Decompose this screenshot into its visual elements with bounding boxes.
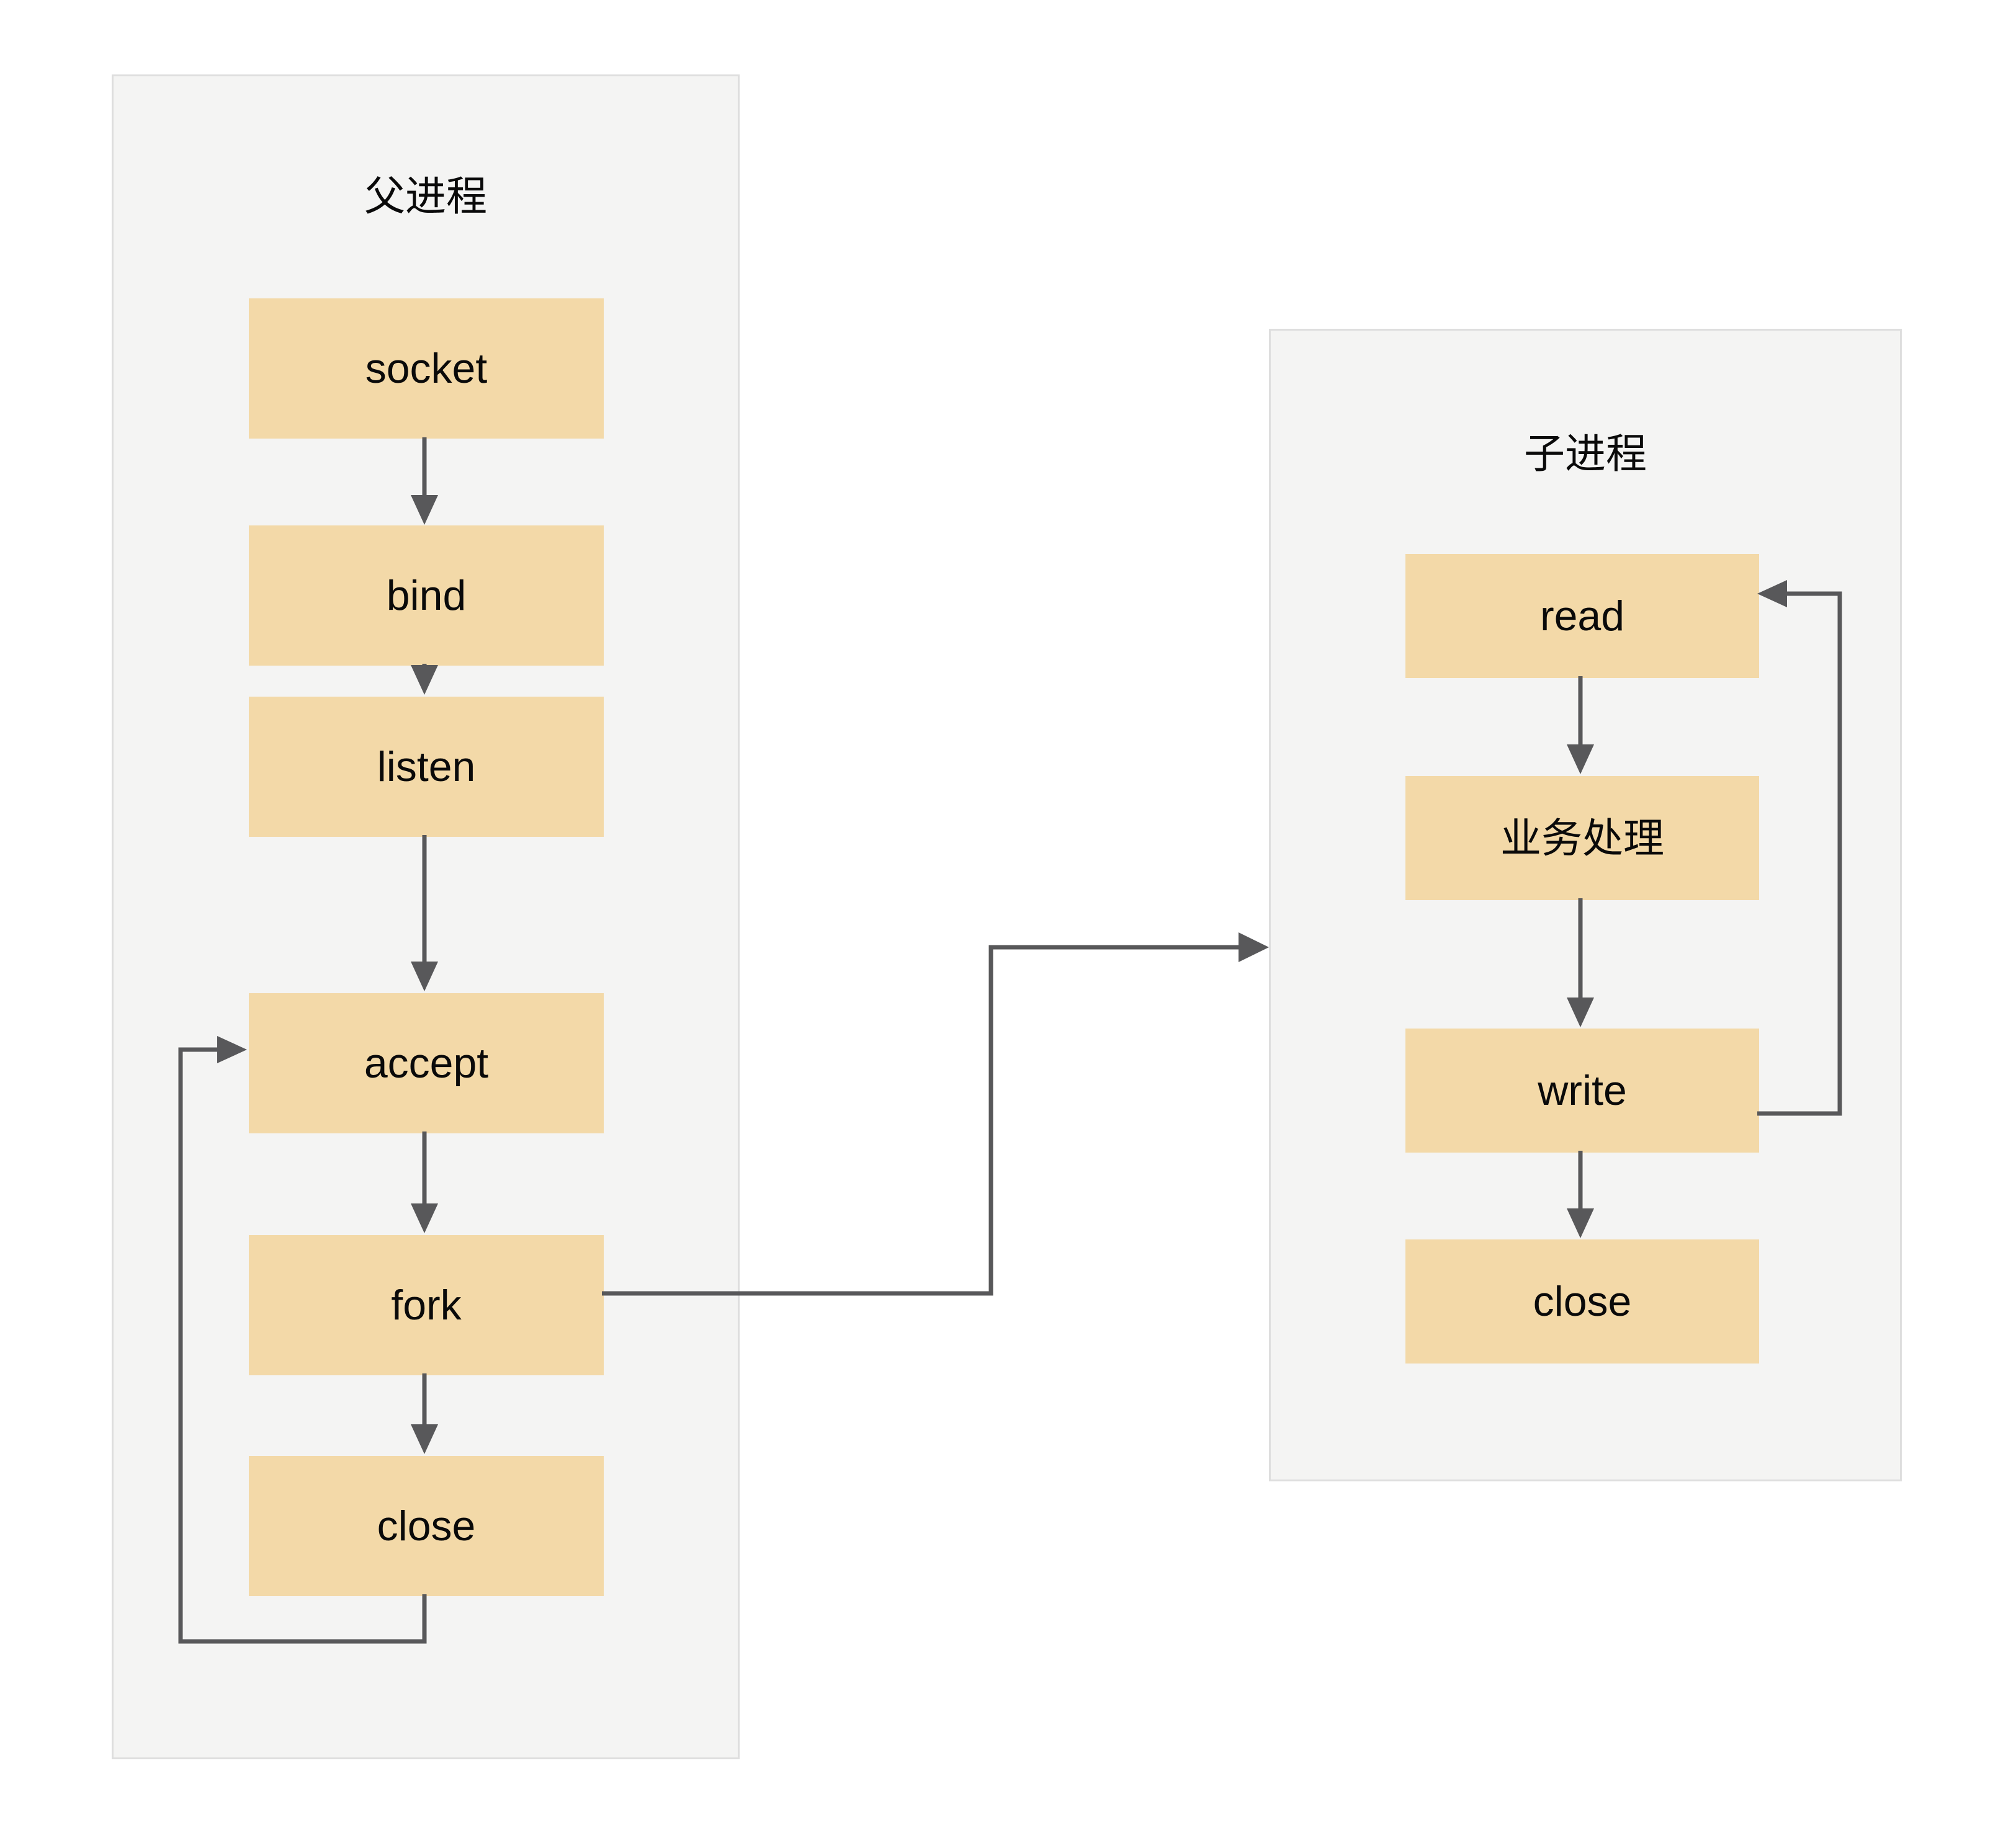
node-bind-label: bind (386, 572, 467, 619)
node-write-label: write (1538, 1067, 1627, 1114)
node-listen-label: listen (377, 743, 476, 790)
child-process-title: 子进程 (1524, 431, 1647, 476)
parent-process-title: 父进程 (364, 173, 487, 219)
node-fork-label: fork (391, 1282, 462, 1329)
node-read[interactable]: read (1405, 554, 1759, 678)
node-accept-label: accept (364, 1040, 489, 1087)
node-accept[interactable]: accept (249, 993, 604, 1133)
node-read-label: read (1539, 592, 1625, 640)
node-close[interactable]: close (249, 1456, 604, 1596)
parent-process-panel: 父进程 socket bind listen accept fork close (112, 74, 740, 1759)
node-close-label: close (377, 1502, 476, 1550)
node-bind[interactable]: bind (249, 525, 604, 666)
node-socket-label: socket (365, 345, 488, 392)
node-business-processing-label: 业务处理 (1500, 815, 1664, 861)
node-socket[interactable]: socket (249, 298, 604, 439)
node-listen[interactable]: listen (249, 697, 604, 837)
node-business-processing[interactable]: 业务处理 (1405, 776, 1759, 900)
child-process-panel: 子进程 read 业务处理 write close (1269, 329, 1902, 1481)
node-child-close-label: close (1533, 1278, 1632, 1325)
node-write[interactable]: write (1405, 1029, 1759, 1153)
node-fork[interactable]: fork (249, 1235, 604, 1375)
node-child-close[interactable]: close (1405, 1239, 1759, 1364)
